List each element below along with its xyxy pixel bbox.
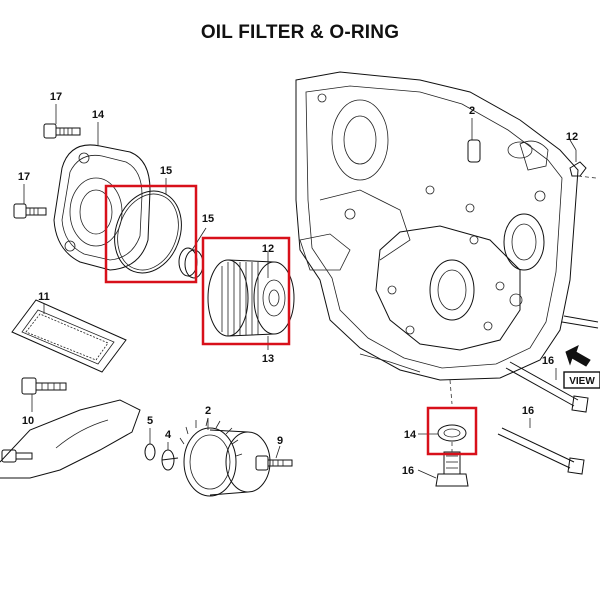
callout-16-drain: 16	[402, 465, 414, 477]
callout-17-upper: 17	[50, 91, 62, 103]
o-ring-15-small	[178, 247, 204, 279]
callout-14-cover: 14	[92, 109, 105, 121]
bolt-9	[255, 455, 293, 471]
callout-15-small: 15	[202, 213, 214, 225]
part-5	[144, 443, 156, 461]
bolt-17-upper	[43, 123, 81, 139]
callout-9-bolt: 9	[277, 435, 283, 447]
callout-16-middle: 16	[522, 405, 534, 417]
bolt-16-middle	[497, 427, 585, 475]
callout-15-large: 15	[160, 165, 172, 177]
highlight-box-oil-filter	[201, 236, 291, 346]
gasket-11	[11, 299, 127, 373]
callout-17-lower: 17	[18, 171, 30, 183]
oil-filter-13	[207, 259, 295, 337]
bolt-16-upper	[505, 361, 589, 413]
callout-4: 4	[165, 429, 172, 441]
callout-2-crankcase: 2	[469, 105, 475, 117]
gear-2	[179, 417, 271, 497]
highlight-box-o-ring	[104, 184, 198, 284]
callout-5: 5	[147, 415, 153, 427]
bolt-16-side	[561, 315, 599, 329]
crankcase-2	[295, 71, 579, 405]
o-ring-15-large	[114, 190, 182, 274]
bolt-12-right	[569, 150, 597, 179]
callout-12-bolt: 12	[566, 131, 578, 143]
callout-14-washer: 14	[404, 429, 417, 441]
callout-16-upper: 16	[542, 355, 554, 367]
washer-14	[437, 424, 467, 442]
callout-11-gasket: 11	[38, 291, 50, 303]
callout-2-gear: 2	[205, 405, 211, 417]
drain-bolt-16	[435, 451, 469, 487]
filter-cover-14	[53, 144, 151, 271]
bolt-17-lower	[13, 203, 47, 219]
page-title: OIL FILTER & O-RING	[200, 22, 400, 43]
dowel-pin	[467, 139, 481, 163]
view-label: VIEW	[569, 376, 595, 387]
cover-lower-left	[0, 399, 141, 479]
callout-12-element: 12	[262, 243, 274, 255]
part-4	[161, 449, 179, 471]
bolt-10	[21, 377, 67, 395]
highlight-box-washer	[426, 406, 478, 456]
callout-13-filter: 13	[262, 353, 274, 365]
view-arrow: VIEW	[563, 345, 600, 389]
callout-10-bolt: 10	[22, 415, 34, 427]
